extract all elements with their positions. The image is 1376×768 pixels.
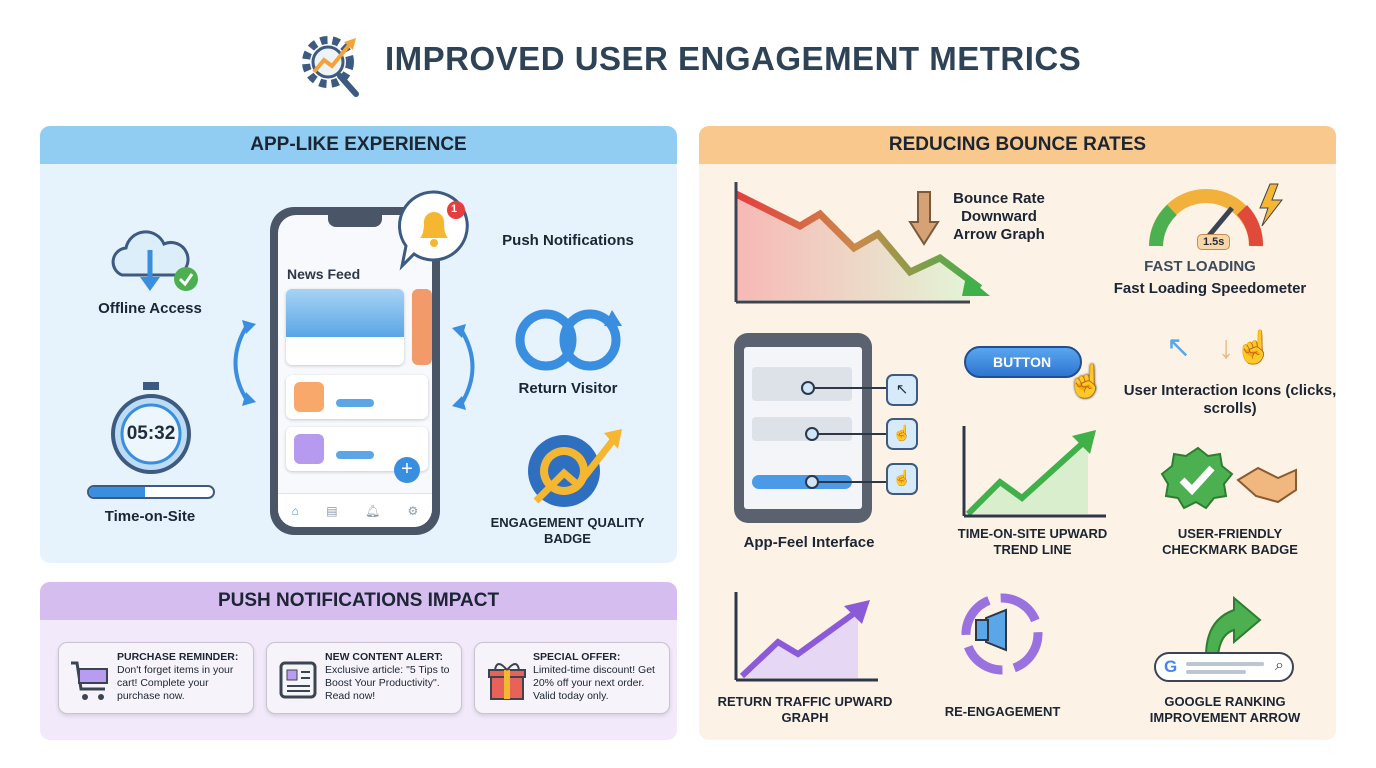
app-button[interactable] [752,475,852,489]
fast-loading-label: FAST LOADING [1144,258,1256,275]
notification-bell-icon [398,190,469,271]
timer-readout: 05:32 [126,423,176,444]
gear-growth-icon [302,36,359,97]
app-feel-label: App-Feel Interface [743,534,875,551]
newspaper-icon [279,661,317,699]
google-search-bar[interactable]: G ⌕ [1154,652,1294,682]
hand-pointer-icon: ☝ [1066,363,1106,399]
google-logo-icon: G [1164,657,1178,676]
gift-icon [488,663,526,700]
page-title: IMPROVED USER ENGAGEMENT METRICS [385,40,1082,77]
time-on-site-trend [962,426,1106,518]
speedometer-label: Fast Loading Speedometer [1113,280,1307,297]
tap-icon: ☝ [886,418,918,450]
down-arrow-icon [908,191,940,246]
trend-label: TIME-ON-SITE UPWARD TREND LINE [957,526,1108,557]
return-visitor-label: Return Visitor [518,380,618,397]
time-on-site-label: Time-on-Site [104,508,196,525]
cart-icon [71,661,108,700]
bottom-nav[interactable]: ⌂ ▤ 🔔︎ ⚙ [278,493,432,527]
scroll-hand-icon: ↓☝ [1218,329,1274,365]
google-ranking-label: GOOGLE RANKING IMPROVEMENT ARROW [1149,694,1301,725]
return-traffic-graph [734,592,878,682]
scroll-icon: ☝ [886,463,918,495]
push-notifications-label: Push Notifications [502,232,634,249]
bounce-graph-label: Bounce Rate Downward Arrow Graph [953,190,1045,243]
card-body: Don't forget items in your cart! Complet… [117,664,234,702]
return-traffic-label: RETURN TRAFFIC UPWARD GRAPH [717,694,893,725]
cycle-arrows-icon [452,324,475,410]
card-body: Exclusive article: "5 Tips to Boost Your… [325,664,450,702]
list-icon[interactable]: ▤ [326,503,338,518]
bounce-panel-header: REDUCING BOUNCE RATES [699,126,1336,164]
cloud-download-icon [111,230,198,291]
checkmark-badge-icon [1160,446,1297,510]
re-engagement-icon [961,593,1043,675]
click-icon: ↖ [886,374,918,406]
notification-count: 1 [451,203,458,215]
engagement-badge-icon [528,429,622,507]
feed-title: News Feed [287,266,361,282]
notification-card[interactable]: SPECIAL OFFER:Limited-time discount! Get… [474,642,670,714]
notification-card[interactable]: NEW CONTENT ALERT:Exclusive article: "5 … [266,642,462,714]
offline-access-label: Offline Access [98,300,202,317]
feed-card[interactable] [286,289,404,365]
cycle-arrows-icon [233,320,256,406]
bounce-rate-graph [734,182,990,304]
push-panel-header: PUSH NOTIFICATIONS IMPACT [40,582,677,620]
bell-icon[interactable]: 🔔︎ [364,503,381,518]
interaction-label: User Interaction Icons (clicks, scrolls) [1123,382,1337,417]
checkmark-label: USER-FRIENDLY CHECKMARK BADGE [1162,526,1298,557]
notification-card[interactable]: PURCHASE REMINDER:Don't forget items in … [58,642,254,714]
load-time-badge: 1.5s [1197,234,1231,250]
search-icon: ⌕ [1275,657,1284,674]
return-visitor-icon [515,309,622,371]
card-title: PURCHASE REMINDER: [117,651,239,663]
sample-button[interactable]: BUTTON [964,346,1082,378]
phone-mockup: News Feed + ⌂ ▤ 🔔︎ ⚙ [270,207,440,535]
card-title: SPECIAL OFFER: [533,651,621,663]
home-icon[interactable]: ⌂ [291,503,299,518]
re-engagement-label: RE-ENGAGEMENT [944,704,1061,719]
tablet-mockup [734,333,872,523]
settings-icon[interactable]: ⚙ [407,503,419,518]
add-button[interactable]: + [394,457,420,483]
stopwatch-icon [111,382,191,474]
cursor-click-icon: ↖ [1166,331,1192,364]
ranking-up-arrow-icon [1204,595,1262,657]
connector-lines [801,381,886,489]
engagement-badge-label: ENGAGEMENT QUALITY BADGE [490,515,645,546]
app-panel-header: APP-LIKE EXPERIENCE [40,126,677,164]
card-body: Limited-time discount! Get 20% off your … [533,664,655,702]
feed-item[interactable] [286,375,428,419]
time-progress-bar [87,485,215,499]
card-title: NEW CONTENT ALERT: [325,651,444,663]
